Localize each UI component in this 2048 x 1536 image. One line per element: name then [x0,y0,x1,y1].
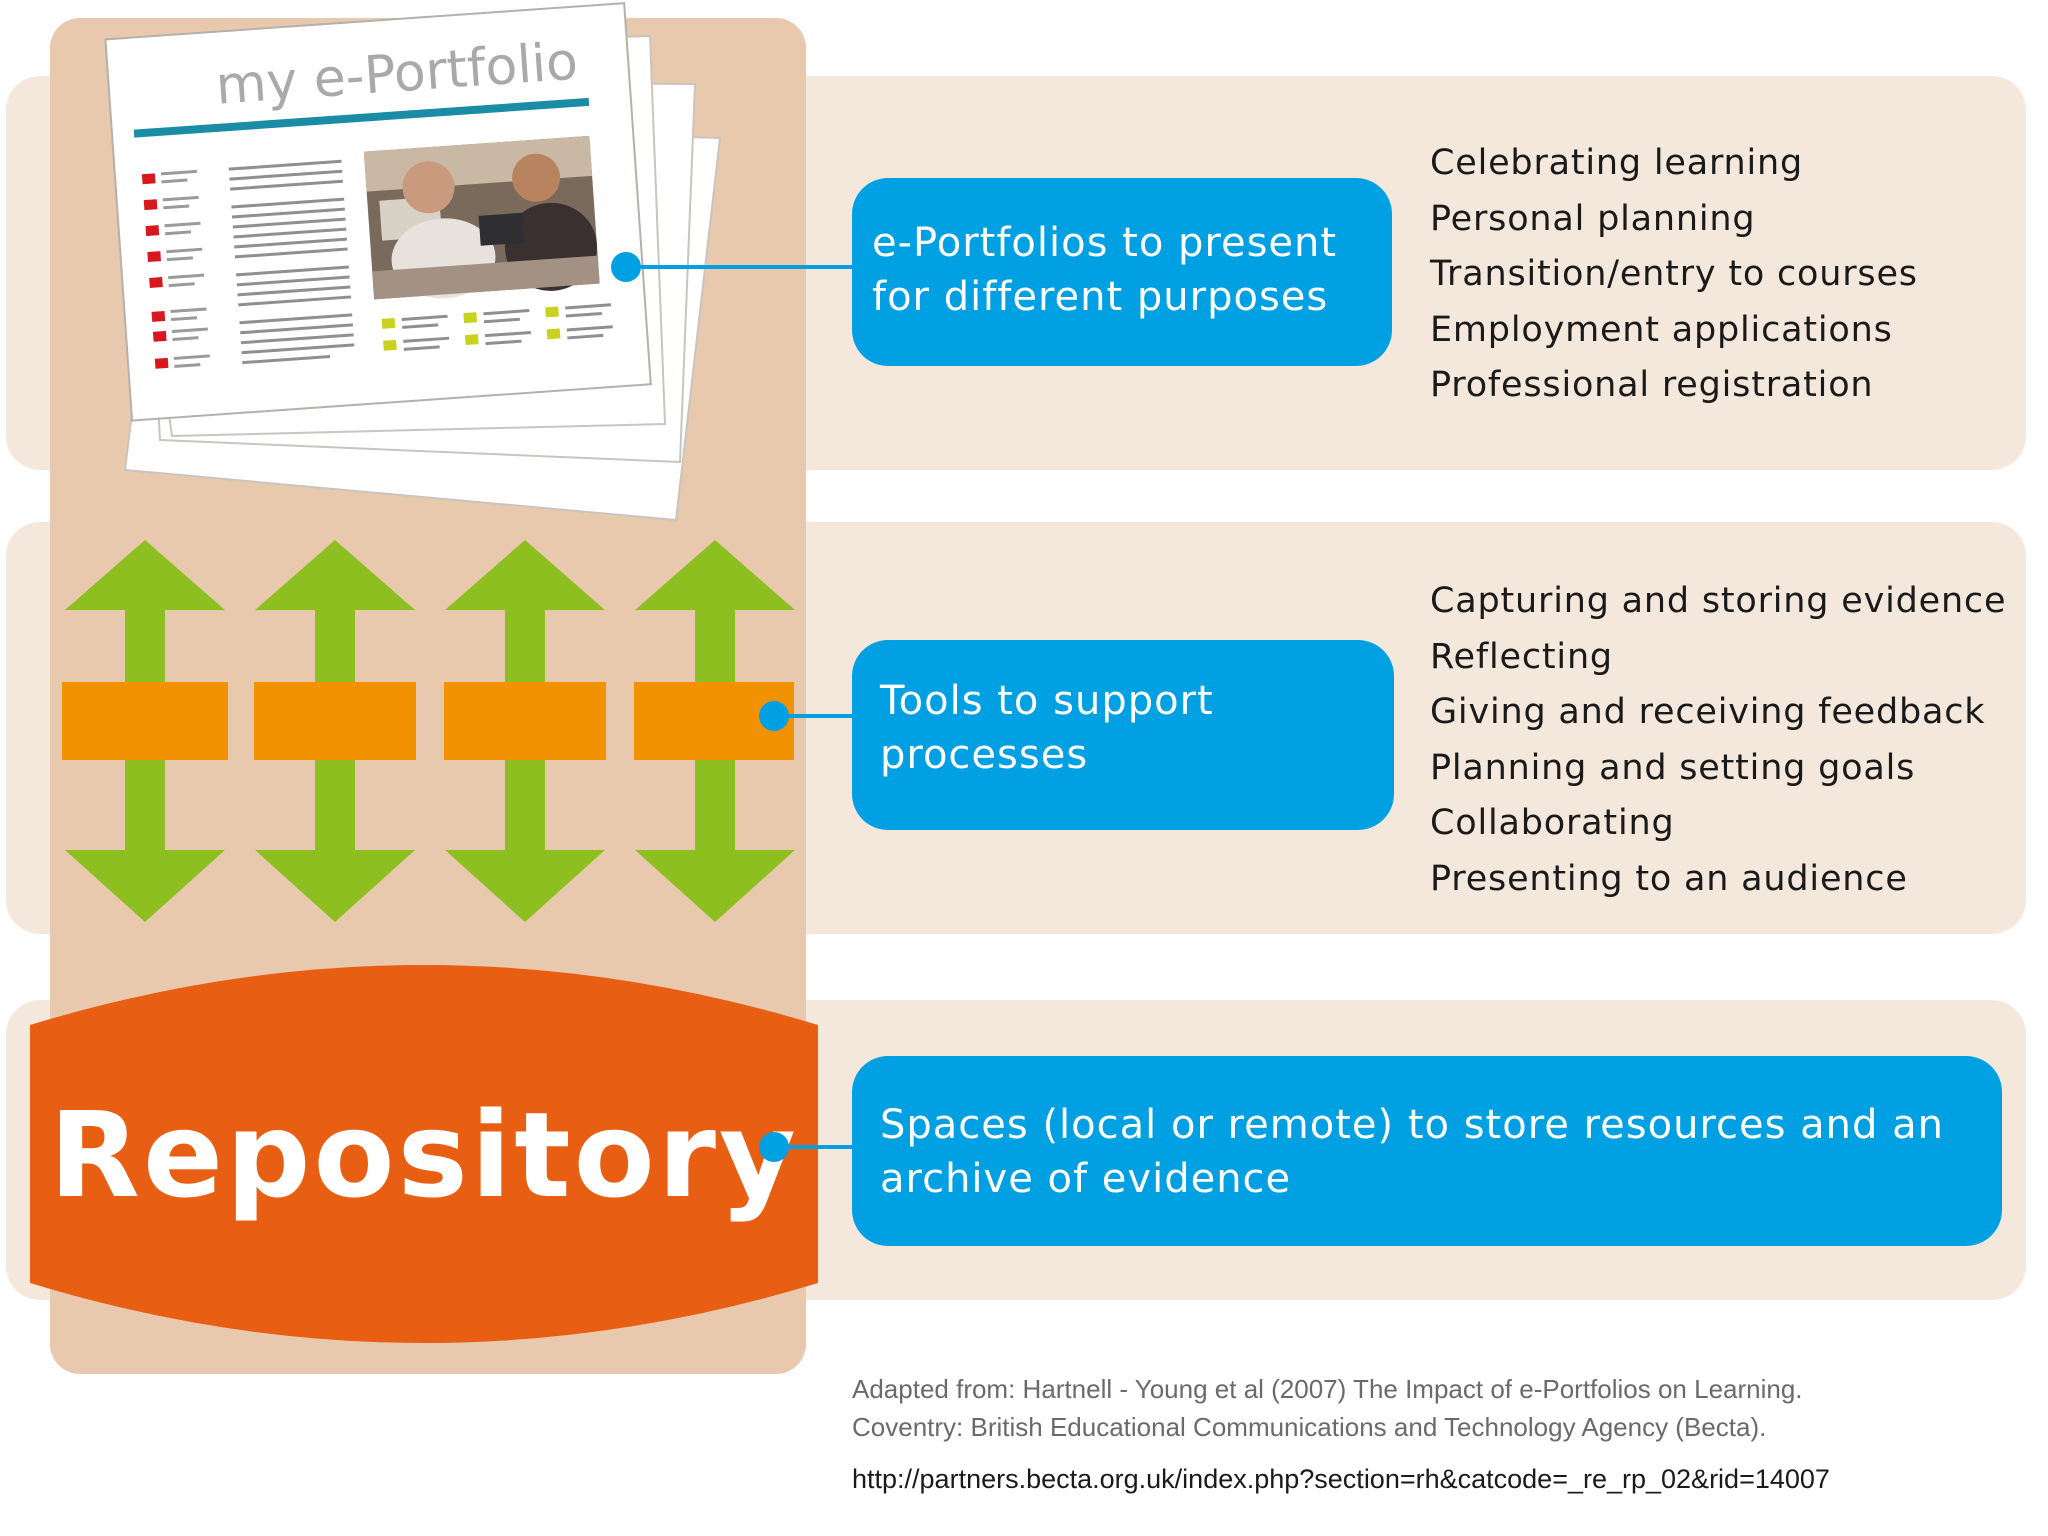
document-footer-bullets [381,306,561,351]
processes-box-line-2: processes [880,732,1089,778]
presentation-box-line-2: for different purposes [872,274,1329,320]
process-bar-2 [254,682,416,760]
list-item: Capturing and storing evidence [1430,581,2007,621]
list-item: Professional registration [1430,365,1874,406]
document-photo [363,135,600,300]
list-item: Giving and receiving feedback [1430,692,1986,733]
process-arrows [62,540,795,922]
connector-line-presentation [626,265,858,269]
source-citation: Adapted from: Hartnell - Young et al (20… [852,1370,1803,1446]
list-item: Presenting to an audience [1430,858,1908,899]
processes-box: Tools to support processes [852,640,1394,830]
document-title-rule [133,97,590,138]
document-sidebar-lines [160,169,210,368]
list-item: Transition/entry to courses [1430,254,1918,295]
repository-box: Spaces (local or remote) to store resour… [852,1056,2002,1246]
citation-line-1: Adapted from: Hartnell - Young et al (20… [852,1374,1803,1404]
repository-cylinder [30,965,818,1343]
document-sidebar-bullets [141,173,169,369]
citation-line-2: Coventry: British Educational Communicat… [852,1412,1767,1442]
presentation-box: e-Portfolios to present for different pu… [852,178,1392,366]
repository-label: Repository [49,1086,799,1224]
list-item: Planning and setting goals [1430,747,1916,788]
list-item: Reflecting [1430,636,1613,677]
list-item: Celebrating learning [1430,143,1804,183]
list-item: Personal planning [1430,198,1756,239]
source-url: http://partners.becta.org.uk/index.php?s… [852,1464,1830,1494]
process-bar-3 [444,682,606,760]
process-tools-list: Capturing and storing evidence Reflectin… [1430,574,2006,908]
repository-box-line-1: Spaces (local or remote) to store resour… [880,1102,1944,1148]
processes-box-line-1: Tools to support [880,678,1214,724]
process-bar-1 [62,682,228,760]
connector-line-repository [774,1145,858,1149]
document-body-text-lines [228,159,355,365]
document-footer-lines [401,303,613,351]
list-item: Collaborating [1430,803,1675,844]
presentation-box-line-1: e-Portfolios to present [872,220,1338,266]
connector-line-processes [774,714,858,718]
presentation-purposes-list: Celebrating learning Personal planning T… [1430,136,1918,414]
repository-box-line-2: archive of evidence [880,1156,1292,1202]
eportfolio-document-stack: my e-Portfolio [104,2,722,522]
list-item: Employment applications [1430,309,1893,350]
